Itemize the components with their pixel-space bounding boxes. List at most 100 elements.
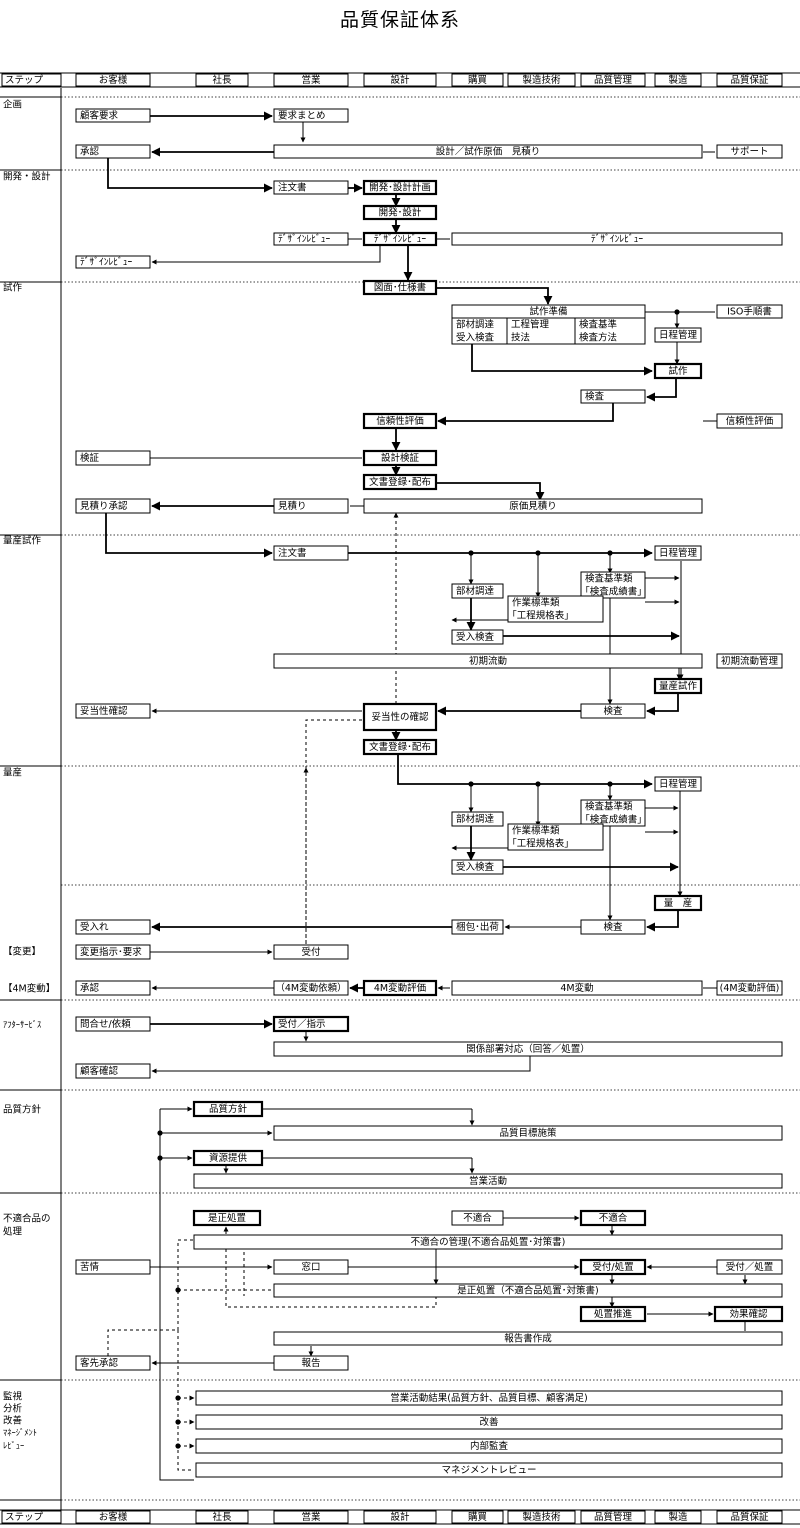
box-bunsho1-label: 文書登録･配布 bbox=[369, 476, 431, 488]
box-kensho-label: 検証 bbox=[80, 452, 100, 464]
connector-line bbox=[397, 754, 653, 789]
box-koka-kakunin-label: 効果確認 bbox=[729, 1308, 768, 1320]
box-sagyo3a bbox=[507, 823, 604, 851]
box-kaihatsu-sekkei bbox=[362, 204, 438, 221]
stage-label: 試作 bbox=[3, 282, 23, 294]
box-kensho bbox=[75, 450, 151, 466]
box-kensa1-label: 検査 bbox=[585, 391, 605, 403]
box-m4-hyoka bbox=[362, 979, 438, 997]
box-uketsuke-shochi1-label: 受付/処置 bbox=[592, 1261, 633, 1273]
box-koka-kakunin bbox=[713, 1305, 784, 1323]
box-dato-no-kakunin-label: 妥当性の確認 bbox=[371, 711, 429, 723]
box-kaizen bbox=[195, 1414, 783, 1430]
box-dr-kyaku-label: ﾃﾞｻﾞｲﾝﾚﾋﾞｭｰ bbox=[80, 257, 133, 268]
box-shinrai1 bbox=[362, 412, 438, 430]
box-shochi-suishin-label: 処置推進 bbox=[594, 1308, 633, 1320]
box-ryosan bbox=[653, 894, 703, 912]
box-kokyaku-kakunin-label: 顧客確認 bbox=[80, 1065, 119, 1077]
box-genka-mitsumori bbox=[273, 144, 703, 159]
box-ukeire-kyaku-label: 受入れ bbox=[80, 921, 109, 933]
footer-col-label: 購買 bbox=[468, 1511, 488, 1523]
box-mitsumori-label: 見積り bbox=[278, 500, 307, 512]
footer-col-8 bbox=[654, 1510, 702, 1524]
box-kokyaku-kakunin bbox=[75, 1063, 151, 1079]
header-col-label: 製造技術 bbox=[522, 74, 561, 86]
box-zumen bbox=[362, 279, 438, 296]
box-chumon1-label: 注文書 bbox=[278, 182, 307, 194]
footer-col-label: 品質管理 bbox=[594, 1511, 633, 1523]
box-uketsuke1-label: 受付 bbox=[301, 946, 321, 958]
box-kk3a bbox=[580, 799, 646, 827]
box-ukeire2 bbox=[451, 629, 504, 645]
stage-label: ﾏﾈｰｼﾞﾒﾝﾄ bbox=[3, 1429, 37, 1439]
box-shigen-label: 資源提供 bbox=[209, 1152, 248, 1164]
connector-line bbox=[437, 403, 614, 426]
box-kokyaku-yokyu bbox=[75, 108, 151, 123]
box-shoki-kanri bbox=[716, 653, 783, 669]
connector-line bbox=[107, 158, 273, 193]
box-shonin2-label: 承認 bbox=[80, 982, 100, 994]
box-nittei3-label: 日程管理 bbox=[659, 778, 698, 790]
box-ryosan-shisaku bbox=[653, 677, 703, 695]
header-col-8 bbox=[654, 73, 702, 87]
box-kk2a bbox=[580, 571, 646, 599]
box-uketsuke1 bbox=[273, 944, 349, 960]
header-col-1 bbox=[75, 73, 151, 87]
box-ryosan-label: 量 産 bbox=[664, 897, 693, 909]
box-kensa-kijun1a-label: 検査基準 bbox=[579, 319, 618, 331]
box-hinshitsu-hoshin bbox=[192, 1100, 264, 1118]
stage-label: 【変更】 bbox=[3, 946, 41, 958]
box-uketsuke-shiji-label: 受付／指示 bbox=[278, 1018, 326, 1030]
box-kotei-a-label: 技法 bbox=[511, 332, 530, 344]
footer-col-label: 設計 bbox=[390, 1511, 410, 1523]
box-dato-no-kakunin bbox=[362, 702, 438, 732]
box-dato-kakunin bbox=[75, 703, 151, 719]
box-kk2a-label: 検査基準類 bbox=[585, 573, 633, 585]
footer-col-2 bbox=[195, 1510, 249, 1524]
box-kk3a-label: 検査基準類 bbox=[585, 801, 633, 813]
box-shisaku bbox=[653, 362, 703, 380]
box-madoguchi bbox=[273, 1259, 349, 1275]
box-sagyo2a-label: ｢工程規格表｣ bbox=[512, 610, 569, 622]
box-mitsumori-shonin-label: 見積り承認 bbox=[80, 500, 128, 512]
box-bunsho1 bbox=[362, 473, 438, 491]
box-genka2 bbox=[363, 498, 703, 514]
box-nittei3 bbox=[654, 776, 702, 792]
footer-col-label: 製造技術 bbox=[522, 1511, 561, 1523]
box-yokyu-matome-label: 要求まとめ bbox=[278, 110, 326, 122]
box-nittei1-label: 日程管理 bbox=[659, 329, 698, 341]
box-kotei-a-label: 工程管理 bbox=[511, 319, 550, 331]
header-col-label: 社長 bbox=[212, 74, 232, 86]
box-zesei-shochi-label: 是正処置（不適合品処置･対策書) bbox=[457, 1285, 598, 1297]
box-chumon1 bbox=[273, 180, 349, 195]
stage-label: 改善 bbox=[3, 1415, 23, 1427]
box-henko-shiji bbox=[75, 944, 151, 960]
connector-line bbox=[471, 344, 653, 376]
footer-col-label: 品質保証 bbox=[730, 1511, 769, 1523]
box-buzai1a-label: 部材調達 bbox=[456, 319, 495, 331]
connector-line bbox=[223, 1226, 437, 1308]
box-m4-hyoka2 bbox=[716, 980, 783, 996]
box-mgmt bbox=[195, 1462, 783, 1478]
stage-label: 量産試作 bbox=[3, 535, 42, 547]
box-shonin1-label: 承認 bbox=[80, 146, 100, 158]
box-yokyu-matome bbox=[273, 108, 349, 123]
box-iso-label: ISO手順書 bbox=[727, 306, 772, 318]
box-kyakusaki bbox=[75, 1355, 151, 1371]
footer-col-5 bbox=[451, 1510, 504, 1524]
header-col-6 bbox=[507, 73, 576, 87]
stage-label: 企画 bbox=[3, 99, 22, 111]
header-col-label: 品質管理 bbox=[594, 74, 633, 86]
box-m4-hyoka2-label: (4M変動評価) bbox=[720, 982, 780, 994]
box-m4-hyoka-label: 4M変動評価 bbox=[374, 982, 427, 994]
header-col-label: 設計 bbox=[390, 74, 410, 86]
box-chumon2-label: 注文書 bbox=[278, 547, 307, 559]
box-hokokusho-label: 報告書作成 bbox=[504, 1333, 552, 1345]
box-m4-hendo bbox=[451, 980, 703, 996]
header-col-label: 製造 bbox=[668, 74, 688, 86]
box-mitsumori bbox=[273, 498, 349, 514]
box-mokuhyo-label: 品質目標施策 bbox=[499, 1127, 557, 1139]
box-shonin1 bbox=[75, 144, 151, 159]
